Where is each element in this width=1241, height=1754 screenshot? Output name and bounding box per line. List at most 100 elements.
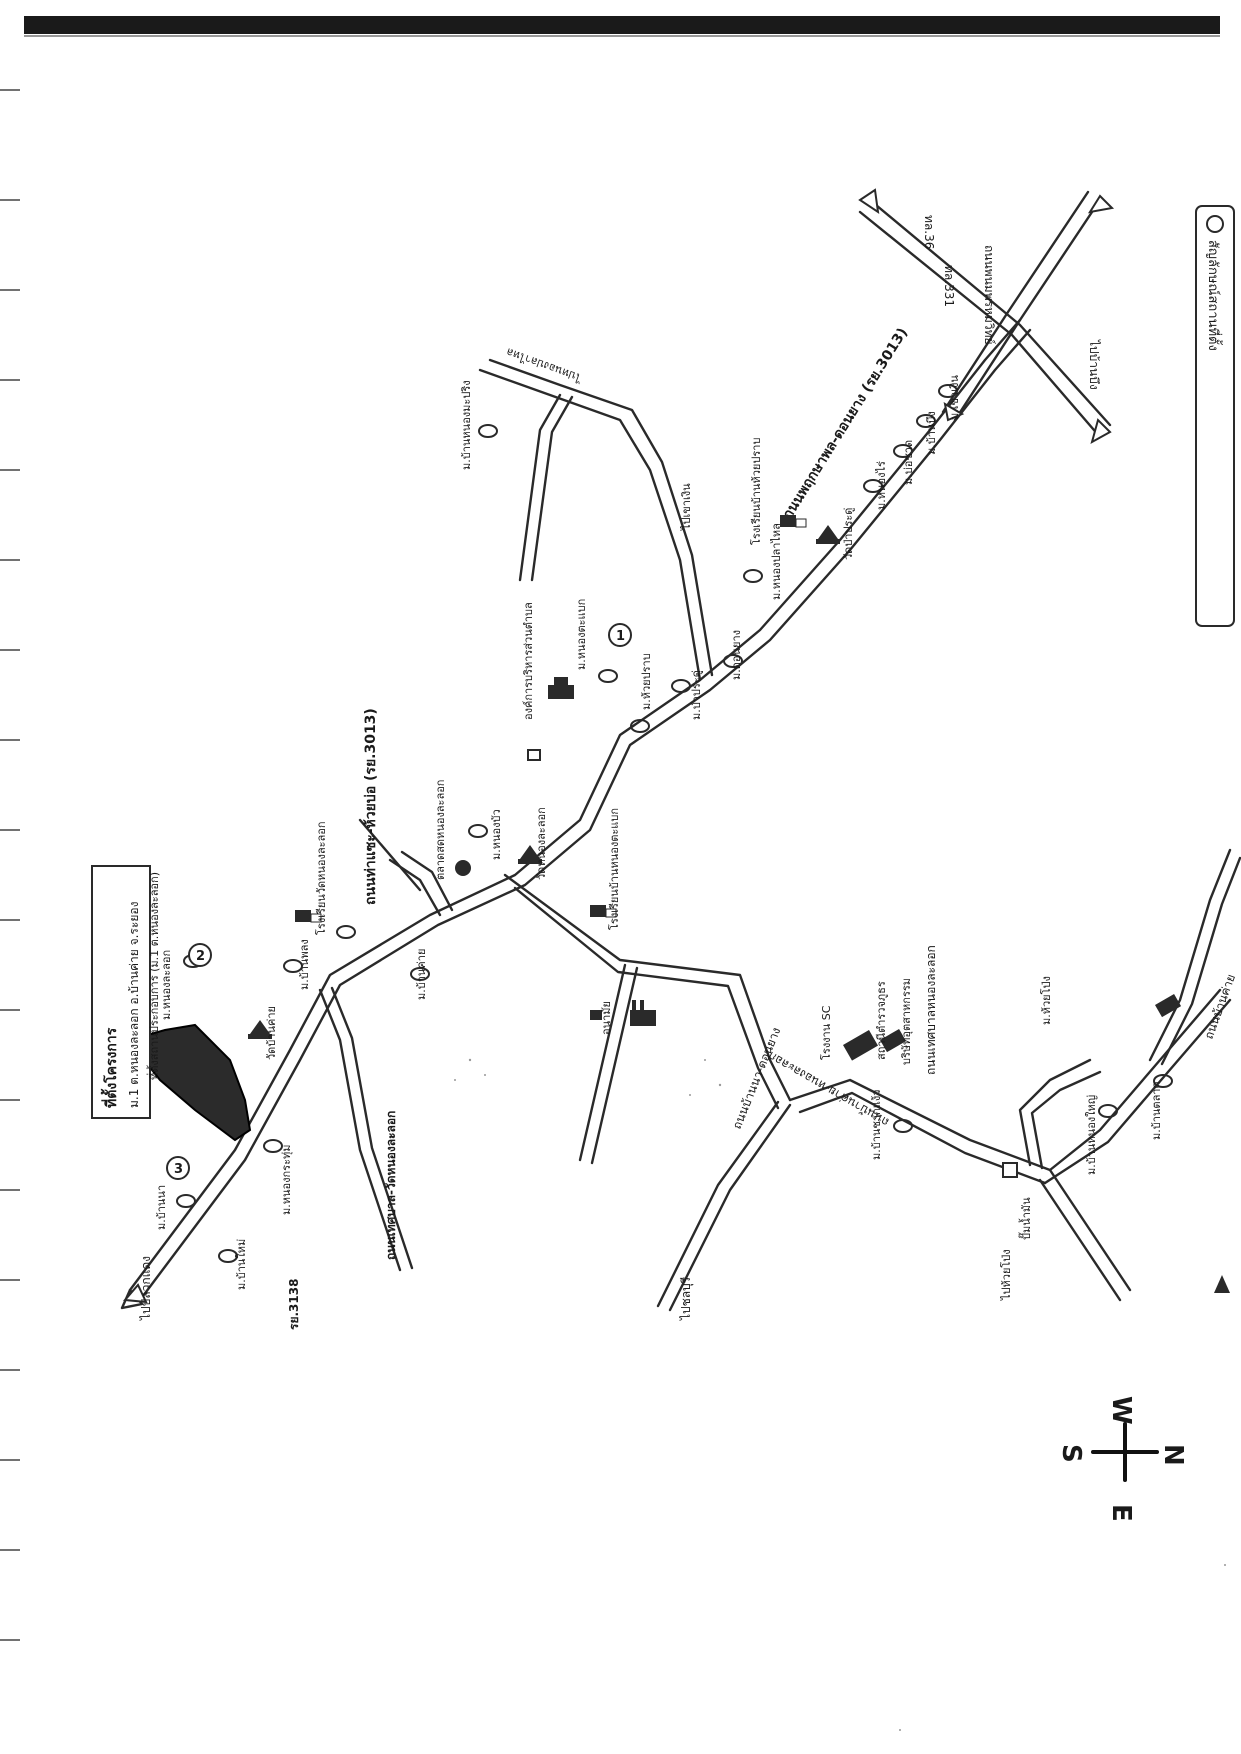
village-icon bbox=[336, 925, 356, 939]
svg-text:ม.หนองบัว: ม.หนองบัว bbox=[490, 809, 503, 860]
svg-text:ม.หนองตะแบก: ม.หนองตะแบก bbox=[575, 599, 588, 670]
svg-text:ม.บ่อชาด: ม.บ่อชาด bbox=[902, 440, 915, 485]
legend-box: สัญลักษณ์สถานที่ตั้ง bbox=[1195, 205, 1235, 627]
svg-text:ม.บ้านค่าย: ม.บ้านค่าย bbox=[415, 949, 428, 1000]
village-icon bbox=[630, 719, 650, 733]
clinic-icon bbox=[590, 1010, 602, 1020]
village-icon bbox=[598, 669, 618, 683]
village-icon bbox=[743, 569, 763, 583]
village-icon bbox=[938, 384, 958, 398]
svg-text:ม.ป่าประดู่: ม.ป่าประดู่ bbox=[690, 670, 703, 720]
svg-text:ม.บ้านหนองมะปริง: ม.บ้านหนองมะปริง bbox=[460, 380, 473, 470]
svg-text:ม.หนองปลาไหล: ม.หนองปลาไหล bbox=[770, 523, 783, 600]
temple-icon bbox=[816, 525, 840, 544]
numbered-point-1: 1 bbox=[608, 623, 632, 647]
road-end-far-east: ไปชลบุรี bbox=[679, 1276, 694, 1321]
village-icon bbox=[478, 424, 498, 438]
svg-text:ม.เขาเงิน: ม.เขาเงิน bbox=[948, 375, 961, 420]
village-markers bbox=[176, 384, 1173, 1263]
village-icon bbox=[916, 414, 936, 428]
legend-target-icon bbox=[1206, 215, 1224, 233]
road-label-rangkan: ถนนพนมพรหมวิทย์ bbox=[982, 245, 996, 345]
scan-noise bbox=[454, 1058, 1226, 1731]
landmark-label-police: สถานีตำรวจภูธร bbox=[875, 981, 888, 1060]
landmark-label-school-2: โรงเรียนบ้านหนองตะแบก bbox=[607, 808, 621, 930]
road-label-south: ถนนเทศบาล-วัดหนองละลอก bbox=[384, 1111, 398, 1260]
school-icon bbox=[590, 905, 617, 918]
village-icon bbox=[283, 959, 303, 973]
site-box-line1: ที่ตั้งโครงการ bbox=[100, 1027, 120, 1108]
landmark-label-fuel: ปั๊มน้ำมัน bbox=[1018, 1197, 1033, 1240]
road-label-east: ถนนเทศบาลหนองละลอก bbox=[924, 945, 938, 1075]
fuel-icon bbox=[1002, 1162, 1018, 1178]
svg-text:ม.บ้านใหม่: ม.บ้านใหม่ bbox=[235, 1239, 248, 1290]
temple-icon bbox=[248, 1020, 272, 1039]
road-end-arrows bbox=[122, 188, 1115, 1304]
village-icon bbox=[410, 967, 430, 981]
road-network bbox=[120, 190, 1241, 1312]
temple-icon bbox=[518, 845, 542, 864]
north-arrow-icon bbox=[1214, 1275, 1230, 1293]
village-icon bbox=[893, 1119, 913, 1133]
svg-text:1: 1 bbox=[616, 629, 625, 644]
landmark-labels: ที่ตั้งสถานประกอบการ (ม.1 ต.หนองละลอก) ว… bbox=[146, 438, 1033, 1240]
svg-text:ม.หนองไร่: ม.หนองไร่ bbox=[875, 461, 888, 510]
compass-s: S bbox=[1056, 1444, 1086, 1463]
compass-w: W bbox=[1106, 1396, 1136, 1425]
landmark-label-factory-sc: โรงงาน SC bbox=[819, 1005, 833, 1060]
landmark-label-clinic: อนามัย bbox=[600, 1001, 613, 1035]
village-icon bbox=[1098, 1104, 1118, 1118]
svg-text:ม.ห้วยปราบ: ม.ห้วยปราบ bbox=[640, 653, 653, 710]
svg-text:3: 3 bbox=[174, 1162, 183, 1177]
village-icon bbox=[863, 479, 883, 493]
svg-text:ม.บ้านชากแง้ว: ม.บ้านชากแง้ว bbox=[870, 1090, 883, 1160]
svg-text:ม.บ้านตลาด: ม.บ้านตลาด bbox=[1150, 1081, 1163, 1140]
village-icon bbox=[176, 1194, 196, 1208]
svg-text:ม.หนองละลอก: ม.หนองละลอก bbox=[160, 950, 173, 1020]
legend-text: สัญลักษณ์สถานที่ตั้ง bbox=[1205, 240, 1223, 351]
school-icon bbox=[780, 515, 807, 528]
landmark-label-market: ตลาดสดหนองละลอก bbox=[434, 780, 447, 880]
site-info-box: ที่ตั้งโครงการ ม.1 ต.หนองละลอก อ.บ้านค่า… bbox=[91, 865, 151, 1119]
village-icon bbox=[1153, 1074, 1173, 1088]
project-site-area bbox=[128, 1023, 252, 1142]
factory-icon bbox=[880, 1029, 907, 1053]
numbered-point-3: 3 bbox=[166, 1156, 190, 1180]
compass-e: E bbox=[1106, 1504, 1136, 1522]
village-labels: ม.หนองละลอก ม.บ้านนา ม.บ้านใหม่ ม.หนองกร… bbox=[155, 375, 1163, 1290]
landmark-label-temple-3: วัดบ้านค่าย bbox=[265, 1006, 278, 1060]
village-icon bbox=[723, 654, 743, 668]
svg-text:ม.บ้านบึง: ม.บ้านบึง bbox=[925, 411, 938, 455]
village-icon bbox=[893, 444, 913, 458]
factory-icon bbox=[630, 1000, 656, 1026]
svg-text:ม.หนองกระทุ่ม: ม.หนองกระทุ่ม bbox=[280, 1145, 293, 1215]
compass-rose: W E S N bbox=[1056, 1396, 1188, 1522]
office-icon bbox=[548, 677, 574, 699]
road-end-east: ไปบ้านบึง bbox=[1087, 339, 1101, 390]
police-icon bbox=[527, 749, 541, 761]
left-margin-ticks bbox=[0, 89, 20, 1641]
road-label-331: ทล.331 bbox=[942, 265, 956, 307]
landmark-label-temple-1: วัดหนองละลอก bbox=[535, 807, 548, 880]
landmark-label-school-3: โรงเรียนบ้านห้วยปราบ bbox=[749, 438, 763, 545]
school-icon bbox=[295, 910, 322, 923]
village-icon bbox=[468, 824, 488, 838]
village-icon bbox=[671, 679, 691, 693]
landmark-label-office: องค์การบริหารส่วนตำบล bbox=[522, 602, 535, 720]
svg-text:2: 2 bbox=[196, 949, 205, 964]
compass-n: N bbox=[1158, 1444, 1188, 1466]
svg-text:ม.บ้านพลง: ม.บ้านพลง bbox=[298, 939, 311, 990]
site-box-line2: ม.1 ต.หนองละลอก อ.บ้านค่าย จ.ระยอง bbox=[127, 902, 141, 1108]
numbered-points: 1 2 3 bbox=[166, 623, 632, 1180]
road-label-sw: ถนนบ้านนา-ดอนยาง bbox=[730, 1025, 784, 1131]
road-labels: ถนนพฤกษาพล-ดอนยาง (รย.3013) ถนนท่าแซะ-ห้… bbox=[139, 215, 1238, 1330]
road-label-3013: ถนนท่าแซะ-ห้วยบ่อ (รย.3013) bbox=[363, 708, 379, 905]
svg-text:ม.บ้านหนองใหญ่: ม.บ้านหนองใหญ่ bbox=[1085, 1095, 1098, 1175]
landmark-label-factory-2: บริษัทอุตสาหกรรม bbox=[900, 978, 913, 1065]
landmark-label-school-1: โรงเรียนวัดหนองละลอก bbox=[314, 821, 328, 935]
landmark-label-temple-2: วัดป่าประดู่ bbox=[842, 508, 855, 560]
village-icon bbox=[218, 1249, 238, 1263]
landmark-icons bbox=[248, 515, 1182, 1178]
road-label-hw36: ทล.36 bbox=[922, 215, 936, 249]
